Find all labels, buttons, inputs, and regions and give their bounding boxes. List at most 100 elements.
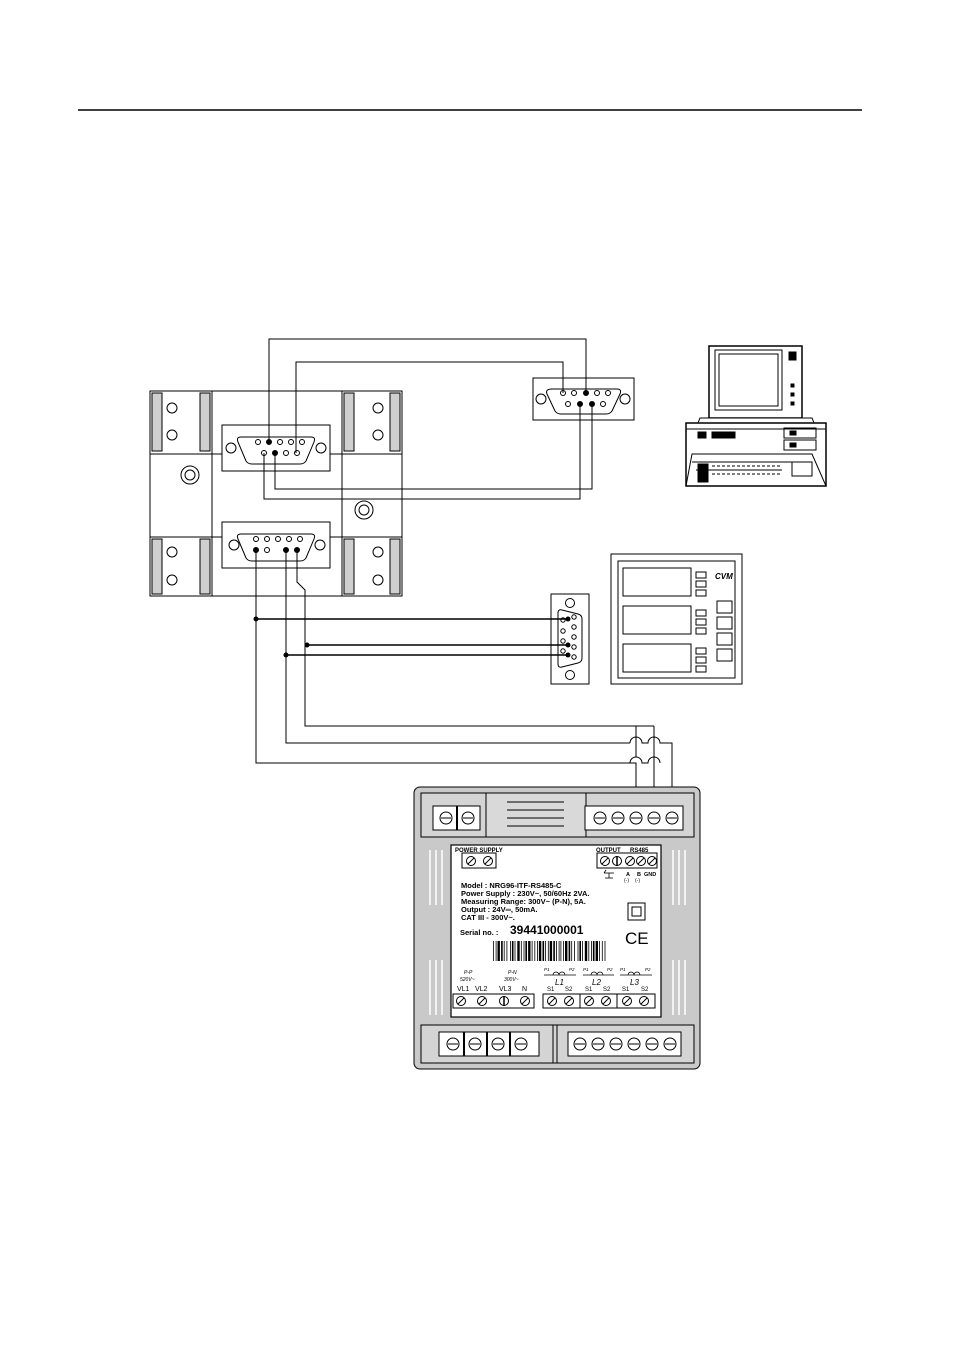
output-rs485-terminals: [596, 852, 658, 869]
range-spec-text: Measuring Range: 300V~ (P-N), 5A.: [461, 897, 586, 906]
barcode-bar: [553, 941, 555, 961]
top-right-terminal-block: [584, 805, 684, 831]
rs232-wiring: [263, 338, 593, 500]
cvm-meter: [610, 553, 743, 685]
rs485-b-label: B: [637, 872, 641, 878]
serial-number: 39441000001: [510, 923, 584, 937]
barcode-bar: [595, 941, 598, 961]
l1-p1-label: P1: [544, 967, 550, 972]
barcode-bar: [601, 941, 603, 961]
current-transformer-symbols: [544, 971, 652, 976]
vl3-label: VL3: [499, 986, 512, 993]
vl1-label: VL1: [457, 986, 470, 993]
barcode-bar: [542, 941, 545, 961]
rs485-gnd-label: GND: [644, 872, 656, 878]
barcode-bar: [510, 941, 511, 961]
pc-db9-connector: [532, 377, 635, 421]
barcode-bar: [571, 941, 573, 961]
barcode-bar: [579, 941, 581, 961]
l2-label: L2: [592, 978, 601, 987]
barcode-bar: [563, 941, 564, 961]
barcode-bar: [558, 941, 560, 961]
pp-voltage: 520V~: [460, 977, 475, 983]
barcode-bar: [537, 941, 538, 961]
barcode-bar: [565, 941, 568, 961]
l3-p2-label: P2: [645, 967, 651, 972]
rs485-label: RS485: [630, 848, 649, 854]
barcode-bar: [549, 941, 553, 961]
l3-s1-label: S1: [622, 987, 630, 993]
rs485-b-sign: (-): [635, 878, 640, 884]
barcode-bar: [538, 941, 542, 961]
converter-db9-rs485: [221, 521, 331, 569]
l1-s1-label: S1: [547, 987, 555, 993]
l2-p2-label: P2: [607, 967, 613, 972]
l3-s2-label: S2: [641, 987, 649, 993]
top-left-terminal-block: [432, 805, 481, 831]
barcode: [493, 941, 606, 961]
l1-p2-label: P2: [569, 967, 575, 972]
rs485-wiring: [255, 550, 673, 812]
barcode-bar: [577, 941, 579, 961]
barcode-bar: [517, 941, 520, 961]
l3-label: L3: [630, 978, 639, 987]
barcode-bar: [547, 941, 549, 961]
barcode-bar: [525, 941, 527, 961]
rs485-a-sign: (-): [624, 878, 629, 884]
serial-label: Serial no. :: [460, 928, 498, 937]
barcode-bar: [588, 941, 590, 961]
pp-label: P-P: [464, 970, 473, 976]
meter-vents: [429, 850, 686, 1015]
barcode-bar: [604, 941, 606, 961]
barcode-bar: [591, 941, 592, 961]
barcode-bar: [531, 941, 533, 961]
bottom-left-terminal-block: [438, 1031, 540, 1057]
barcode-bar: [528, 941, 531, 961]
vl2-label: VL2: [475, 986, 488, 993]
ce-mark: CE: [625, 929, 649, 948]
barcode-bar: [511, 941, 514, 961]
computer-icon: [685, 345, 827, 487]
barcode-bar: [523, 941, 525, 961]
barcode-bar: [560, 941, 562, 961]
barcode-bar: [556, 941, 557, 961]
barcode-bar: [501, 941, 503, 961]
l2-p1-label: P1: [583, 967, 589, 972]
neutral-label: N: [522, 986, 527, 993]
converter-db9-rs232: [221, 424, 331, 472]
l3-p1-label: P1: [620, 967, 626, 972]
barcode-bar: [599, 941, 600, 961]
junction-dots: [253, 616, 571, 658]
l2-s2-label: S2: [603, 987, 611, 993]
barcode-bar: [520, 941, 522, 961]
barcode-bar: [582, 941, 583, 961]
rs232-rs485-converter: [149, 390, 403, 597]
power-spec-text: Power Supply : 230V~, 50/60Hz 2VA.: [461, 889, 589, 898]
l1-s2-label: S2: [565, 987, 573, 993]
double-insulation-symbol: [627, 902, 646, 921]
barcode-bar: [503, 941, 505, 961]
barcode-bar: [568, 941, 571, 961]
voltage-terminals: [452, 993, 535, 1009]
barcode-bar: [574, 941, 575, 961]
barcode-bar: [497, 941, 500, 961]
output-label: OUTPUT: [596, 848, 621, 854]
barcode-bar: [493, 941, 494, 961]
barcode-bar: [545, 941, 546, 961]
output-spec-text: Output : 24V═, 50mA.: [461, 905, 538, 914]
meter-label-panel: [450, 844, 662, 1018]
barcode-bar: [534, 941, 536, 961]
category-text: CAT III - 300V~.: [461, 913, 515, 922]
rs485-a-label: A: [626, 872, 630, 878]
pn-voltage: 300V~: [504, 977, 519, 983]
barcode-bar: [592, 941, 595, 961]
model-text: Model : NRG96-ITF-RS485-C: [461, 881, 562, 890]
cvm-brand-label: CVM: [715, 572, 733, 581]
l2-s1-label: S1: [585, 987, 593, 993]
current-terminals: [542, 993, 656, 1009]
barcode-bar: [495, 941, 497, 961]
barcode-bar: [514, 941, 516, 961]
barcode-bar: [506, 941, 508, 961]
